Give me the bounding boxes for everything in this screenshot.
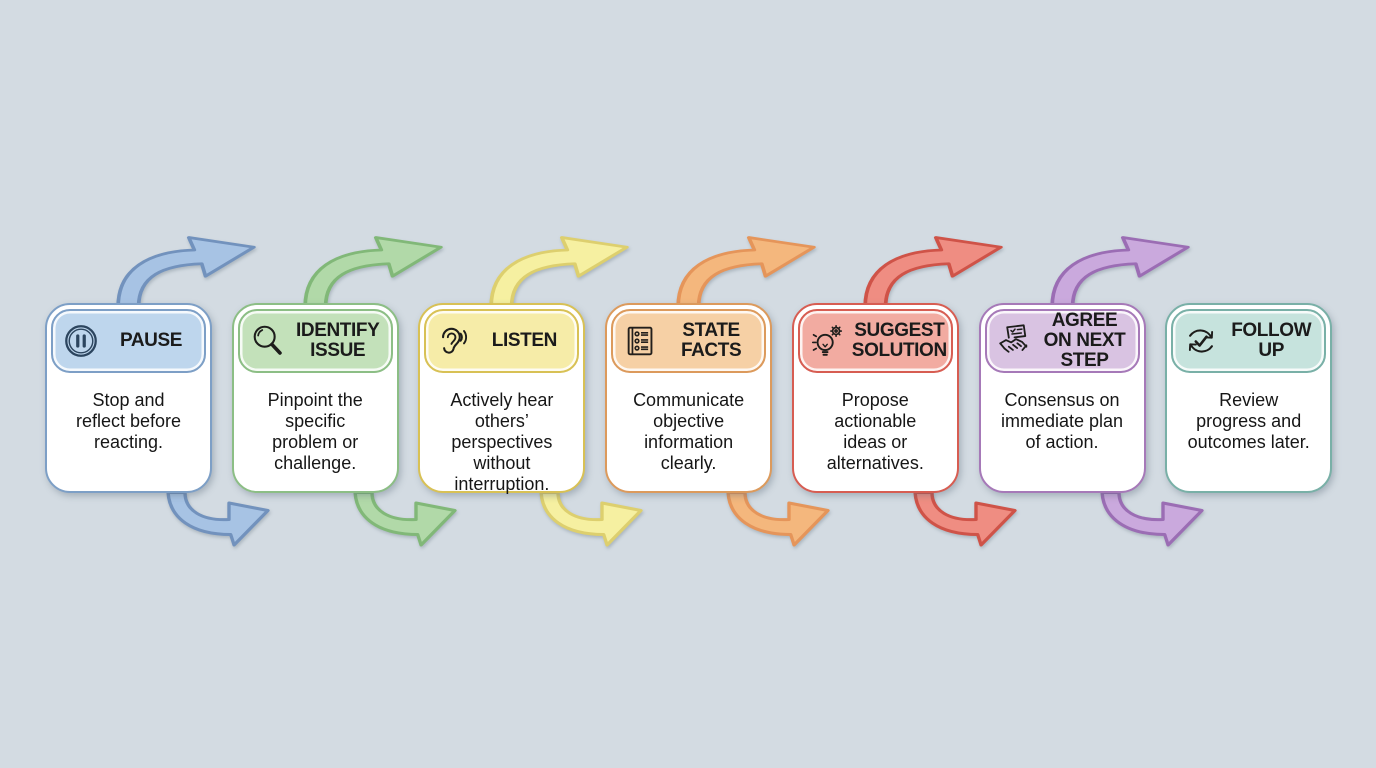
step-card-2: IDENTIFY ISSUE Pinpoint the specific pro…	[231, 303, 399, 493]
step-title: FOLLOW UP	[1231, 319, 1312, 361]
step-icon-slot	[809, 322, 847, 360]
step-description: Communicate objective information clearl…	[633, 390, 745, 473]
step-card-1: PAUSE Stop and reflect before reacting.	[45, 303, 212, 493]
cycle-check-icon	[1189, 329, 1214, 353]
step-title: STATE FACTS	[680, 319, 742, 361]
step-header: LISTEN	[424, 309, 580, 373]
step-card-5: SUGGEST SOLUTION Propose actionable idea…	[791, 303, 959, 493]
step-icon-slot	[249, 322, 287, 360]
step-title: IDENTIFY ISSUE	[296, 319, 380, 361]
connector-arrow-bottom-2	[353, 491, 457, 547]
pause-icon	[65, 325, 97, 357]
handshake-document-icon	[998, 324, 1027, 353]
connector-arrow-top-4	[676, 236, 816, 308]
step-title: AGREE ON NEXT STEP	[1043, 309, 1126, 372]
step-icon-slot	[62, 322, 100, 360]
step-card-7: FOLLOW UP Review progress and outcomes l…	[1165, 303, 1333, 493]
step-description: Stop and reflect before reacting.	[75, 390, 182, 452]
step-card-6: AGREE ON NEXT STEP Consensus on immediat…	[978, 303, 1146, 493]
connector-arrow-top-3	[489, 236, 630, 308]
step-header: IDENTIFY ISSUE	[237, 309, 393, 373]
magnifier-icon	[253, 325, 282, 355]
step-header: PAUSE	[51, 309, 206, 373]
step-title: PAUSE	[119, 329, 183, 351]
step-description: Consensus on immediate plan of action.	[1000, 390, 1124, 452]
step-icon-slot	[622, 322, 660, 360]
step-header: FOLLOW UP	[1171, 309, 1327, 373]
connector-arrow-bottom-5	[913, 491, 1017, 547]
step-icon-slot	[1182, 322, 1220, 360]
connector-arrow-bottom-1	[166, 491, 270, 547]
ear-icon	[442, 327, 468, 354]
step-description: Review progress and outcomes later.	[1187, 390, 1310, 452]
step-card-3: LISTEN Actively hear others’ perspective…	[418, 303, 586, 494]
connector-arrow-top-6	[1049, 236, 1190, 308]
lightbulb-gear-icon	[811, 324, 842, 356]
list-document-icon	[627, 326, 653, 356]
step-description: Propose actionable ideas or alternatives…	[826, 390, 924, 473]
connector-arrow-top-1	[116, 236, 256, 308]
connector-arrow-bottom-3	[539, 491, 644, 547]
step-title: LISTEN	[491, 329, 558, 351]
connector-arrow-bottom-6	[1099, 491, 1204, 547]
connector-arrow-top-5	[863, 236, 1003, 308]
step-header: STATE FACTS	[611, 309, 767, 373]
connector-arrow-top-2	[302, 236, 443, 308]
step-description: Actively hear others’ perspectives witho…	[450, 390, 554, 494]
step-header: AGREE ON NEXT STEP	[984, 309, 1140, 373]
step-description: Pinpoint the specific problem or challen…	[267, 390, 363, 473]
step-icon-slot	[996, 322, 1034, 360]
step-header: SUGGEST SOLUTION	[797, 309, 953, 373]
step-title: SUGGEST SOLUTION	[851, 319, 947, 361]
step-icon-slot	[435, 322, 473, 360]
step-card-4: STATE FACTS Communicate objective inform…	[605, 303, 773, 493]
connector-arrow-bottom-4	[726, 491, 830, 547]
